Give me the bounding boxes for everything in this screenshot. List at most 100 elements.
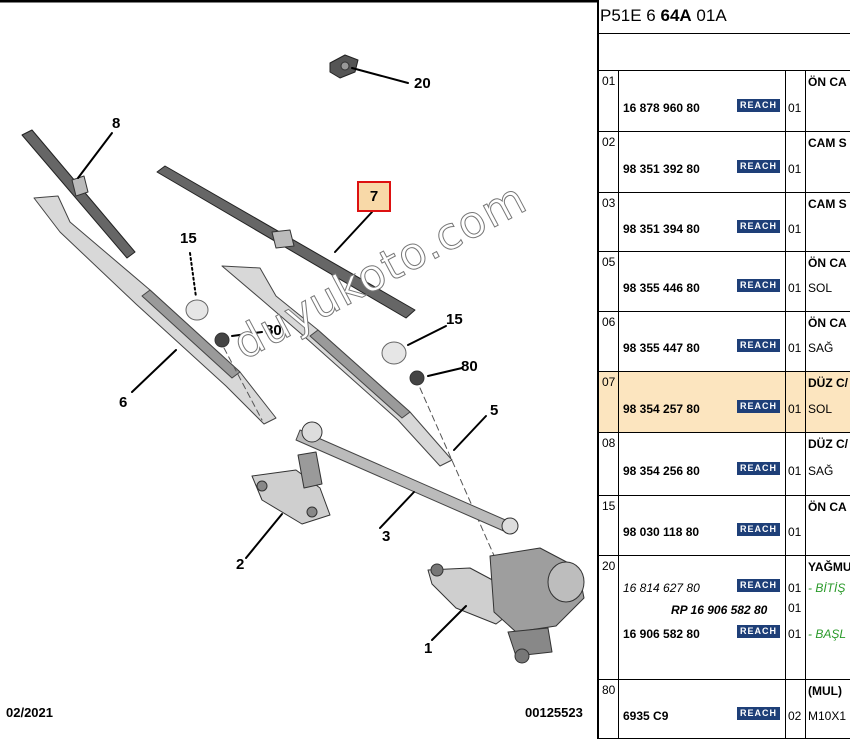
column-divider [618, 252, 619, 311]
ref-suffix: 01A [691, 6, 727, 25]
description: ÖN CA [808, 75, 847, 89]
part-number: 16 906 582 80 [623, 627, 700, 641]
callout-label: 80 [265, 322, 282, 339]
position-number: 05 [602, 255, 616, 269]
column-divider [805, 193, 806, 251]
exploded-parts-diagram: 20 8 7 15 80 15 80 6 5 2 3 1 duyukoto.co… [0, 0, 598, 720]
diagram-id: 00125523 [525, 705, 583, 720]
quantity: 01 [788, 402, 802, 416]
description: YAĞMU [808, 560, 850, 574]
quantity: 01 [788, 162, 802, 176]
callout-label: 8 [112, 115, 121, 132]
quantity: 01 [788, 341, 802, 355]
wiper-blade-part-7 [156, 165, 416, 319]
quantity: 01 [788, 581, 802, 595]
position-number: 15 [602, 499, 616, 513]
column-divider [785, 556, 786, 679]
column-divider [805, 680, 806, 738]
part-number: 98 355 447 80 [623, 341, 700, 355]
position-number: 80 [602, 683, 616, 697]
position-number: 07 [602, 375, 616, 389]
column-divider [618, 680, 619, 738]
cap-part-15-left [185, 252, 209, 321]
wiper-arm-part-5 [221, 265, 487, 467]
position-number: 03 [602, 196, 616, 210]
quantity: 02 [788, 709, 802, 723]
callout-label: 5 [490, 402, 499, 419]
ref-prefix: P51E 6 [600, 6, 661, 25]
column-divider [805, 312, 806, 371]
callout-label: 3 [382, 528, 391, 545]
position-number: 02 [602, 135, 616, 149]
linkage-rod-part-3 [295, 421, 519, 535]
nut-part-80-left [214, 331, 263, 421]
position-number: 20 [602, 559, 616, 573]
ref-bold: 64A [660, 6, 692, 25]
part-number: 6935 C9 [623, 709, 669, 723]
description: CAM S [808, 197, 847, 211]
description: (MUL) [808, 684, 842, 698]
cap-part-15-right [381, 325, 447, 365]
quantity: 01 [788, 464, 802, 478]
reach-badge: REACH [737, 579, 780, 592]
column-divider [785, 193, 786, 251]
part-number: 98 351 394 80 [623, 222, 700, 236]
column-divider [805, 496, 806, 555]
column-divider [805, 71, 806, 131]
column-divider [785, 433, 786, 495]
description-sub: - BİTİŞ [808, 581, 846, 595]
nut-part-80-right [409, 367, 497, 561]
column-divider [618, 71, 619, 131]
position-number: 08 [602, 436, 616, 450]
description-sub: - BAŞL [808, 627, 847, 641]
quantity: 01 [788, 601, 802, 615]
part-number: 98 354 256 80 [623, 464, 700, 478]
reach-badge: REACH [737, 160, 780, 173]
column-divider [618, 132, 619, 192]
callout-label: 15 [180, 230, 197, 247]
column-divider [618, 433, 619, 495]
wiper-arm-part-6 [33, 195, 277, 425]
reach-badge: REACH [737, 625, 780, 638]
reach-badge: REACH [737, 339, 780, 352]
description-sub: SOL [808, 402, 833, 416]
reach-badge: REACH [737, 462, 780, 475]
callout-label-highlighted[interactable]: 7 [357, 181, 391, 212]
pivot-bracket-part-2 [245, 451, 331, 559]
replacement-part-number: RP 16 906 582 80 [671, 603, 768, 617]
part-number: 98 351 392 80 [623, 162, 700, 176]
parts-row[interactable]: 20 16 814 627 80 REACH 01 YAĞMU - BİTİŞ RP 16 … [599, 556, 850, 680]
callout-label: 80 [461, 358, 478, 375]
callout-label: 15 [446, 311, 463, 328]
quantity: 01 [788, 627, 802, 641]
column-divider [618, 312, 619, 371]
column-divider [618, 496, 619, 555]
position-number: 01 [602, 74, 616, 88]
column-divider [618, 193, 619, 251]
column-divider [805, 372, 806, 432]
callout-label: 7 [369, 188, 379, 205]
part-number: 16 814 627 80 [623, 581, 700, 595]
quantity: 01 [788, 525, 802, 539]
part-number: 98 354 257 80 [623, 402, 700, 416]
column-divider [618, 556, 619, 679]
position-number: 06 [602, 315, 616, 329]
description: DÜZ C/ [808, 376, 848, 390]
column-divider [785, 680, 786, 738]
quantity: 01 [788, 222, 802, 236]
column-divider [805, 132, 806, 192]
description-sub: SAĞ [808, 341, 834, 355]
column-divider [785, 71, 786, 131]
column-divider [805, 556, 806, 679]
wiper-motor-part-1 [427, 547, 585, 664]
reach-badge: REACH [737, 523, 780, 536]
